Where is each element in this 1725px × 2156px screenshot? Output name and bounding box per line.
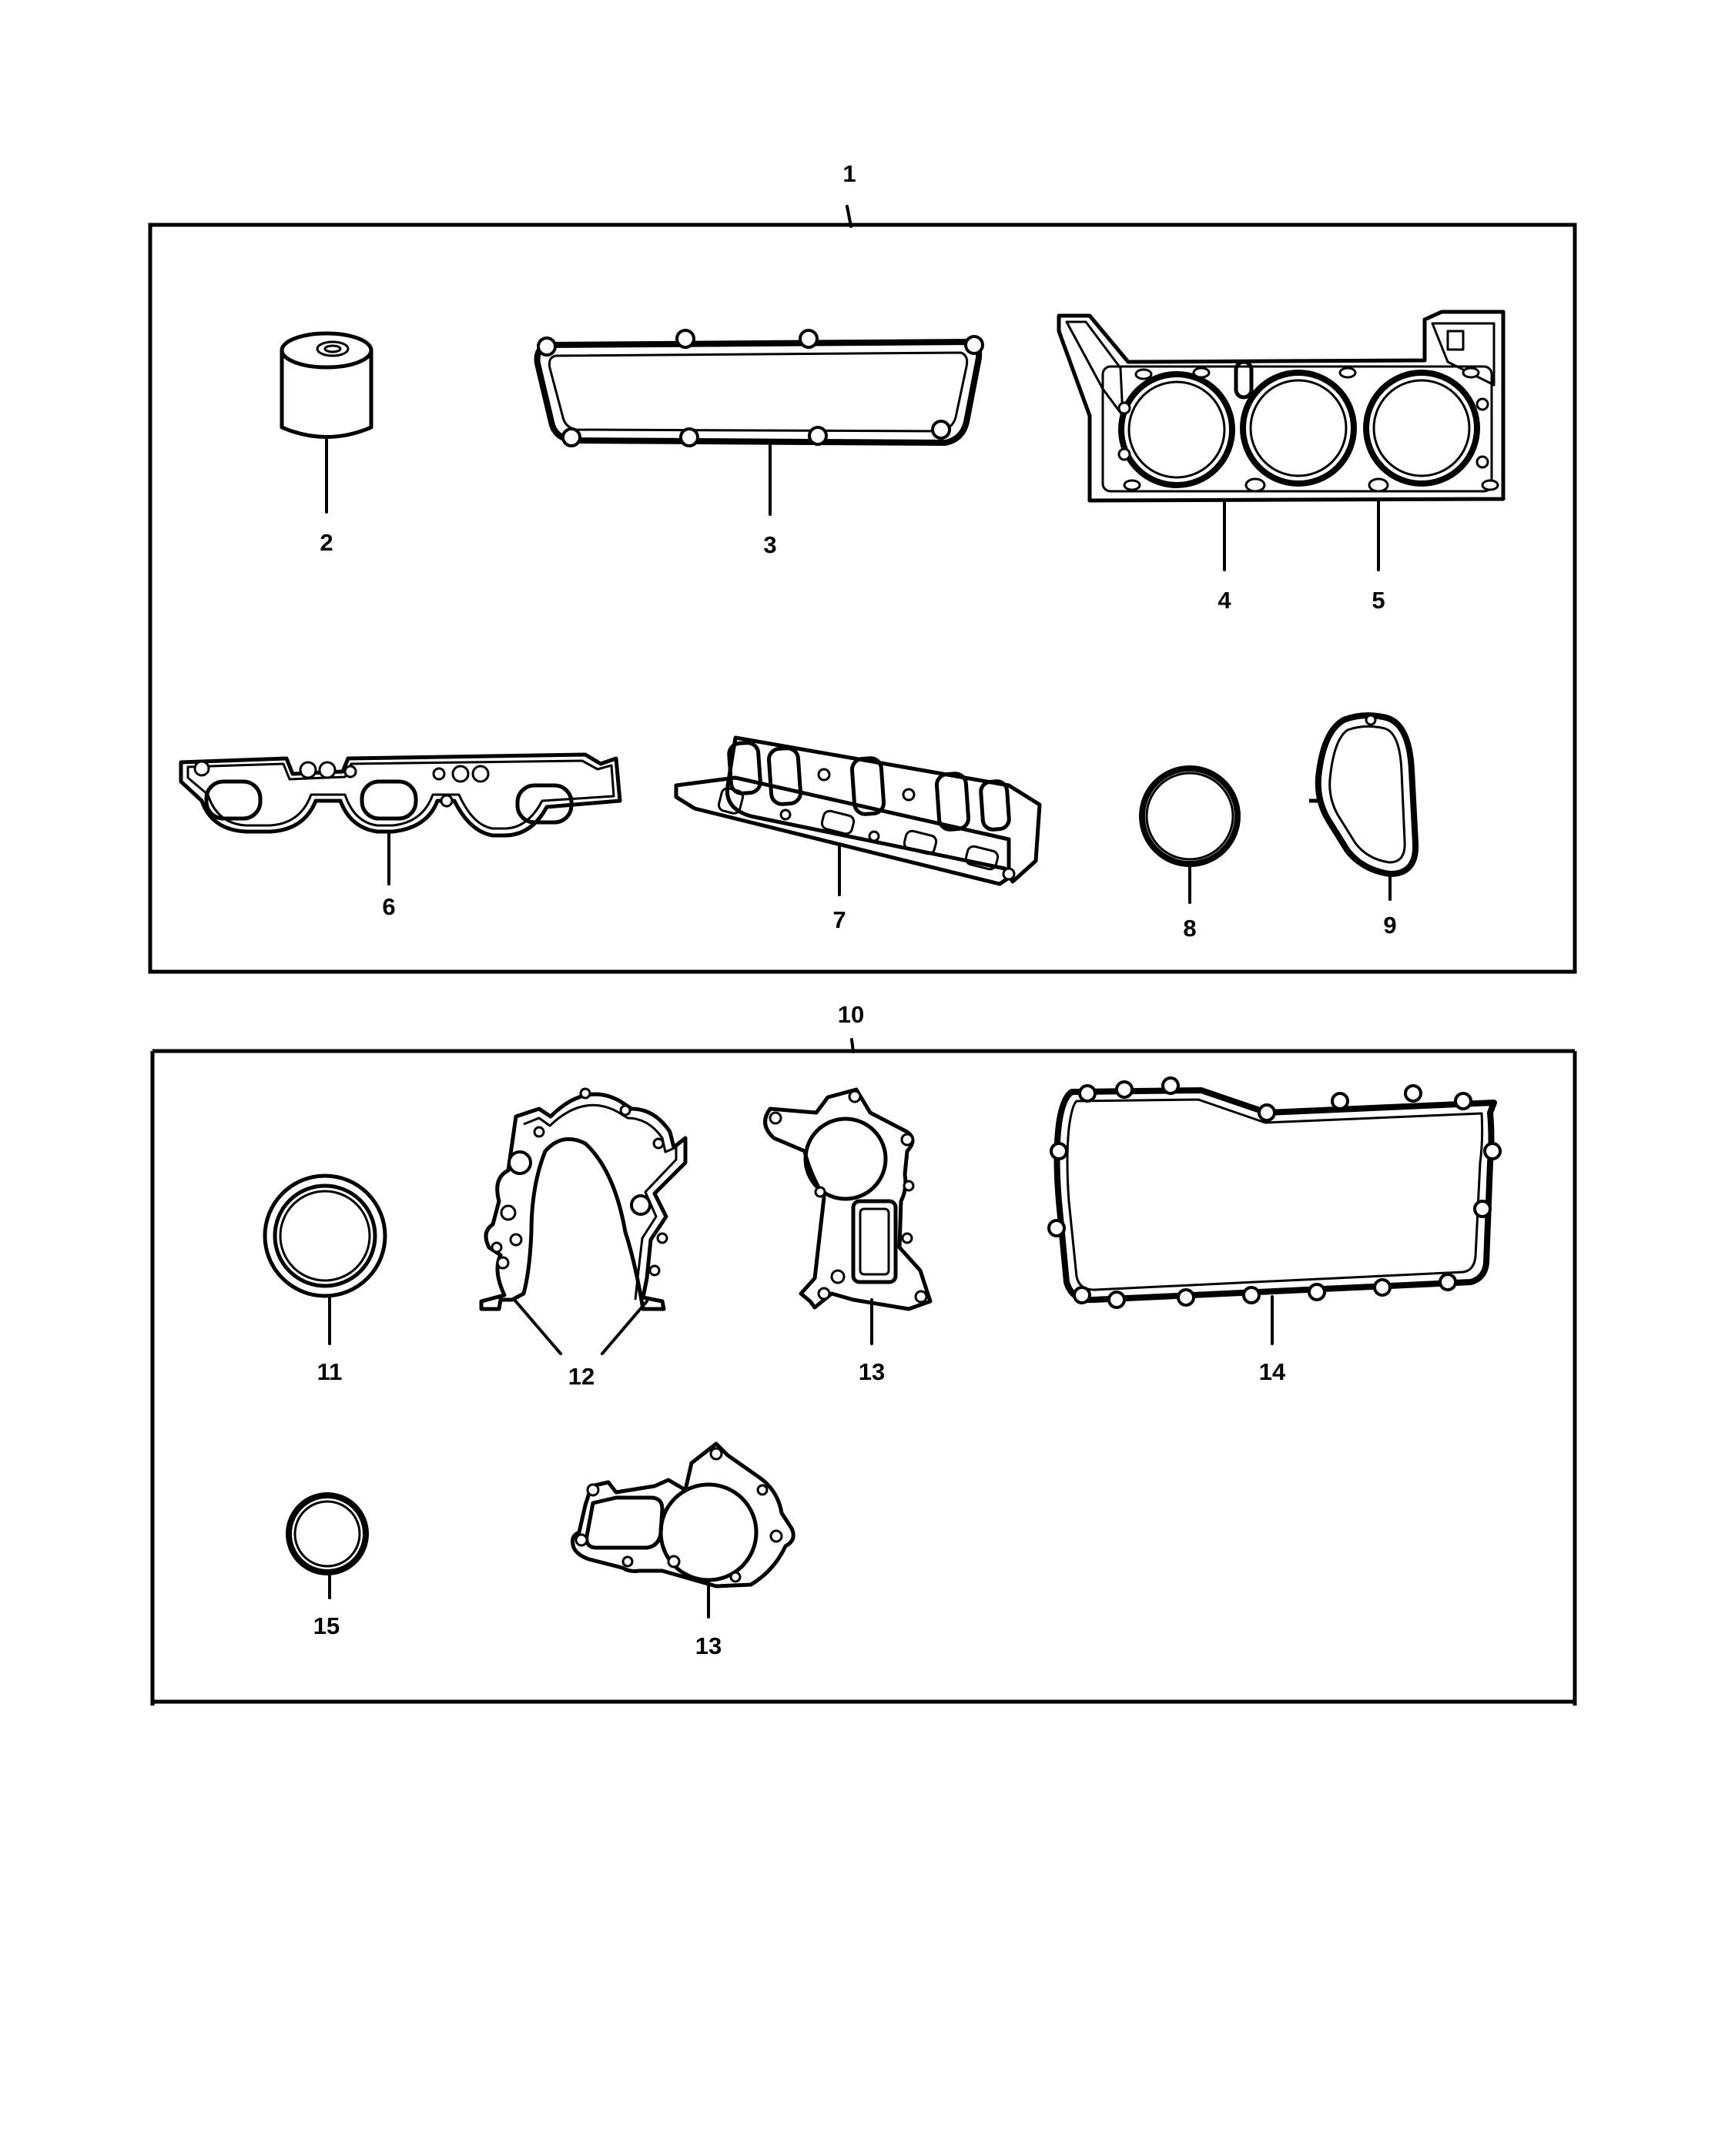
callout-8: 8 (1183, 915, 1196, 942)
callout-5: 5 (1372, 587, 1385, 614)
part-9-plenum-gasket (1309, 712, 1419, 901)
callout-12: 12 (568, 1363, 595, 1390)
lower-kit-group: 10 11 12 (150, 1001, 1577, 1706)
part-13-water-pump-gasket-upper (763, 1087, 933, 1345)
part-15-seal-ring (286, 1492, 369, 1599)
part-14-oil-pan-gasket (1047, 1076, 1502, 1345)
callout-9: 9 (1383, 912, 1396, 939)
callout-1: 1 (842, 160, 856, 187)
callout-11: 11 (317, 1358, 343, 1385)
part-3-valve-cover-gasket (534, 329, 984, 516)
part-11-oil-seal (263, 1173, 387, 1345)
callout-2: 2 (320, 529, 333, 556)
callout-10: 10 (838, 1001, 864, 1028)
upper-kit-group: 1 2 3 (148, 160, 1577, 974)
callout-6: 6 (382, 893, 395, 920)
part-4-5-cylinder-head-gasket (1057, 310, 1506, 571)
part-2-bushing (280, 331, 373, 514)
callout-15: 15 (313, 1612, 340, 1639)
part-8-o-ring (1139, 765, 1241, 904)
callout-7: 7 (832, 906, 846, 933)
callout-3: 3 (763, 531, 776, 558)
callout-13-upper: 13 (859, 1358, 885, 1385)
part-13-water-pump-gasket-lower (571, 1441, 796, 1619)
callout-4: 4 (1218, 587, 1231, 614)
callout-14: 14 (1259, 1358, 1286, 1385)
callout-13-lower: 13 (695, 1632, 722, 1659)
part-6-exhaust-manifold-gasket (179, 752, 622, 886)
upper-kit-frame (148, 223, 1577, 974)
part-7-intake-manifold-gasket (674, 735, 1042, 896)
lower-kit-frame (150, 1049, 1577, 1706)
part-12-timing-cover-gasket (479, 1087, 688, 1355)
